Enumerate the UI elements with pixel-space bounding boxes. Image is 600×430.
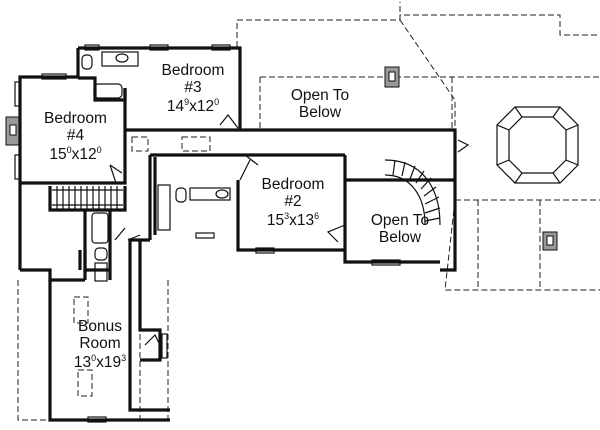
room-dimensions: 150x120 (49, 144, 102, 163)
windows (14, 44, 401, 423)
room-name: Bedroom (44, 110, 107, 127)
room-number: Room (79, 335, 121, 353)
room-number: #3 (184, 79, 202, 97)
room-label-bedroom-3: Bedroom #3 149x120 (148, 62, 238, 115)
room-number: #2 (284, 193, 302, 211)
room-label-bedroom-2: Bedroom #2 153x136 (248, 176, 338, 229)
room-dimensions: 130x193 (73, 352, 127, 371)
doors (109, 114, 470, 346)
walls (18, 46, 457, 422)
room-dimensions: 153x136 (266, 210, 320, 229)
gazebo-roof (496, 106, 579, 184)
room-name: Bonus (78, 318, 122, 335)
room-name: Bedroom (261, 176, 325, 193)
chimneys (5, 66, 558, 251)
bath-fixtures (81, 51, 231, 282)
stairs (52, 159, 441, 226)
roof-outline (17, 2, 600, 421)
room-name: Bedroom (161, 62, 225, 79)
room-label-bonus-room: Bonus Room 130x193 (60, 318, 140, 371)
room-dimensions: 149x120 (166, 96, 220, 115)
room-number: #4 (66, 127, 85, 145)
room-label-bedroom-4: Bedroom #4 150x120 (28, 110, 123, 163)
